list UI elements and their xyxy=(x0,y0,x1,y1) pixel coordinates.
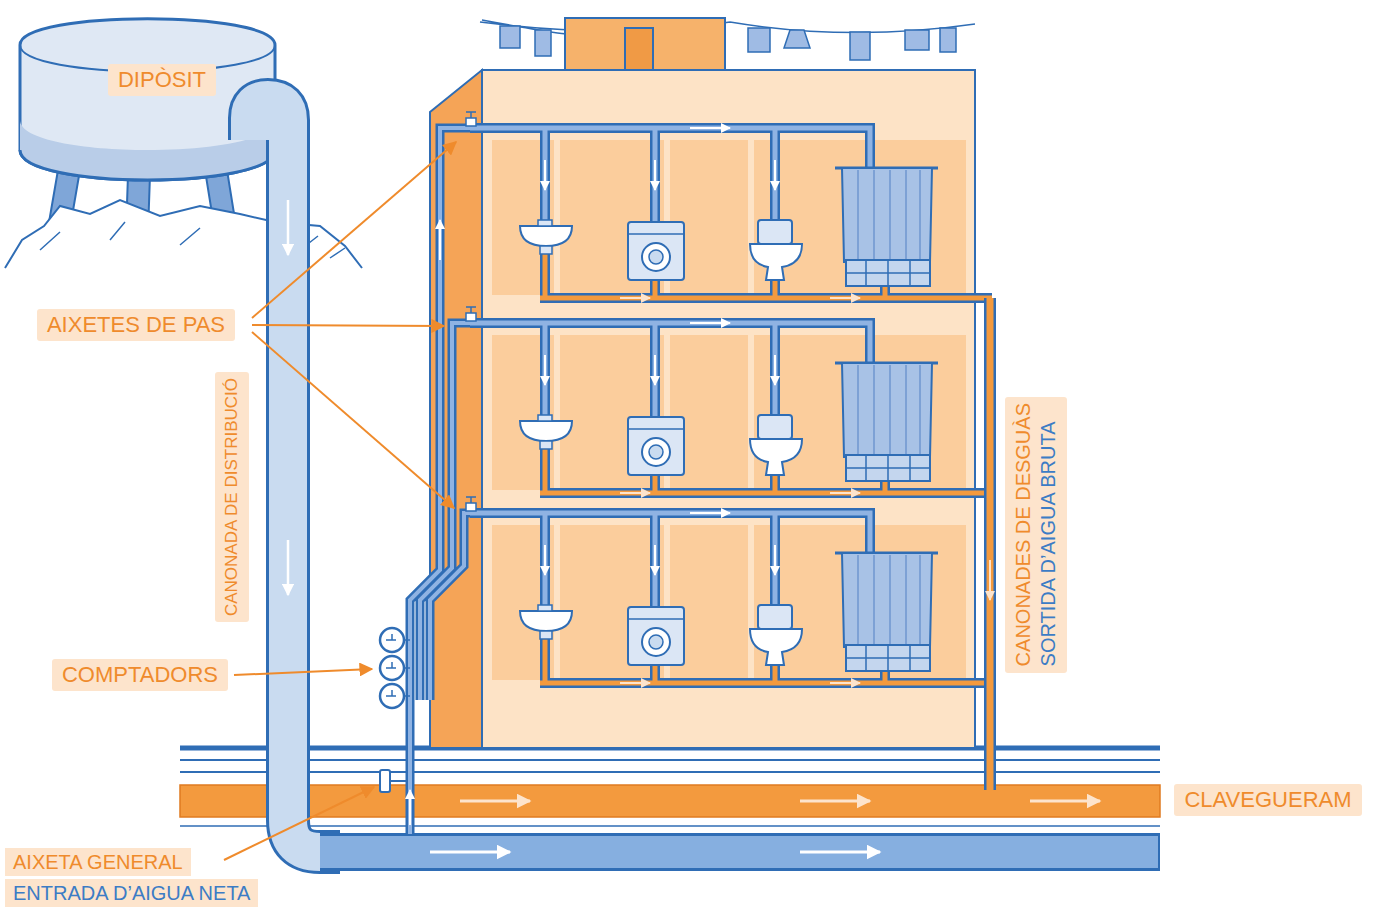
distribution-pipe-part xyxy=(800,851,880,854)
risers-and-meters-part xyxy=(466,112,476,503)
label-text: AIXETA GENERAL xyxy=(5,848,191,876)
building-part xyxy=(470,513,992,683)
drain-pipe-part xyxy=(984,298,996,790)
leader-line-part xyxy=(234,669,372,675)
street-part xyxy=(180,759,1160,761)
water-tank-part xyxy=(20,150,275,180)
building-part xyxy=(625,28,653,70)
risers-and-meters-part xyxy=(439,220,441,260)
distribution-pipe-part xyxy=(287,540,290,595)
label-text: ENTRADA D’AIGUA NETA xyxy=(5,879,258,907)
label-text: AIXETES DE PAS xyxy=(47,312,225,338)
distribution-pipe-part xyxy=(320,833,1160,871)
risers-and-meters-part xyxy=(466,118,476,511)
building-part xyxy=(470,323,992,493)
rotated-text-block: CANONADES DE DESGUÀSSORTIDA D’AIGUA BRUT… xyxy=(1011,403,1061,666)
label-text: DIPÒSIT xyxy=(118,67,206,93)
callout-label: COMPTADORS xyxy=(52,659,228,691)
building-part xyxy=(470,128,992,298)
street-part xyxy=(460,800,530,803)
callout-label: CANONADES DE DESGUÀSSORTIDA D’AIGUA BRUT… xyxy=(1005,397,1067,672)
risers-and-meters-part xyxy=(380,770,390,792)
callout-label: CLAVEGUERAM xyxy=(1174,784,1361,816)
street-part xyxy=(800,800,870,803)
leader-line xyxy=(224,142,456,860)
street-part xyxy=(180,785,1160,817)
street-part xyxy=(180,825,1160,827)
street-part xyxy=(1030,800,1100,803)
callout-label: AIXETES DE PAS xyxy=(37,309,235,341)
drain-pipe-part xyxy=(987,298,994,790)
label-text: CANONADA DE DISTRIBUCIÓ xyxy=(221,378,242,616)
risers-and-meters-part xyxy=(386,634,410,696)
street-part xyxy=(180,771,1160,773)
leader-line-part xyxy=(252,332,454,508)
risers-and-meters xyxy=(380,112,476,834)
risers-and-meters-part xyxy=(410,128,470,834)
rotated-text-block: CANONADA DE DISTRIBUCIÓ xyxy=(221,378,242,616)
callout-label: AIXETA GENERAL ENTRADA D’AIGUA NETA xyxy=(5,848,258,910)
callout-label: CANONADA DE DISTRIBUCIÓ xyxy=(215,372,248,622)
leader-line-part xyxy=(252,142,456,318)
distribution-pipe-part xyxy=(430,851,510,854)
street xyxy=(180,748,1160,826)
building xyxy=(430,18,992,748)
leader-line-part xyxy=(252,325,444,326)
distribution-pipe-part xyxy=(320,836,1158,868)
label-text: CANONADES DE DESGUÀS xyxy=(1011,403,1036,666)
distribution-pipe-part xyxy=(250,100,340,852)
label-text: CLAVEGUERAM xyxy=(1184,787,1351,813)
building-part xyxy=(480,20,975,34)
callout-label: DIPÒSIT xyxy=(108,64,216,96)
risers-and-meters-part xyxy=(390,780,406,782)
building-part xyxy=(565,18,725,70)
distribution-pipe-part xyxy=(287,200,290,255)
distribution-pipe-part xyxy=(250,100,340,852)
label-text: COMPTADORS xyxy=(62,662,218,688)
drain-pipe-part xyxy=(989,560,991,600)
leader-line-part xyxy=(224,787,374,860)
label-text: SORTIDA D’AIGUA BRUTA xyxy=(1036,403,1061,666)
building-part xyxy=(500,26,956,60)
drain-pipe xyxy=(990,298,991,790)
risers-and-meters-part xyxy=(409,790,411,825)
risers-and-meters-part xyxy=(410,128,470,834)
